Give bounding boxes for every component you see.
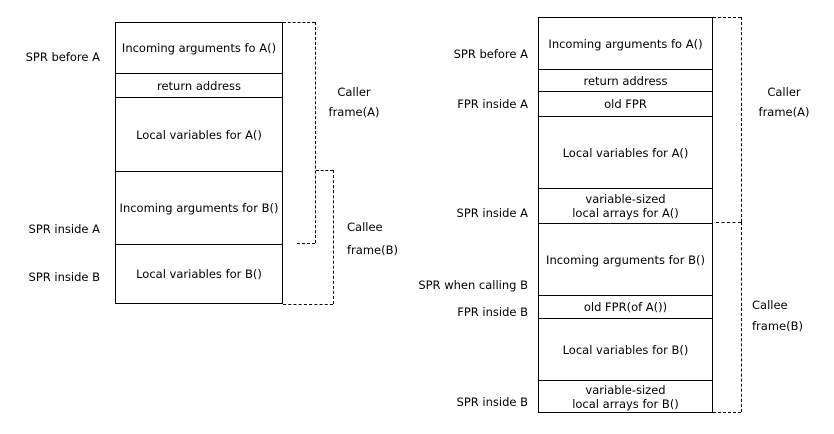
stack-cell-local-vars-b-right: Local variables for B() — [539, 319, 712, 381]
caller-bracket-bottom-tick-left — [297, 243, 315, 244]
pointer-label-spr-before-a-left: SPR before A — [25, 50, 100, 64]
callee-bracket-top-tick-right — [716, 222, 741, 223]
caller-frame-label-right: Caller frame(A) — [758, 85, 810, 119]
pointer-label-spr-inside-a-right: SPR inside A — [456, 206, 528, 220]
stack-cell-return-address-left: return address — [116, 74, 282, 98]
stack-box-left: Incoming arguments fo A() return address… — [115, 22, 283, 304]
callee-bracket-line-left — [333, 170, 334, 304]
callee-bracket-top-tick-left — [316, 170, 333, 171]
stack-cell-local-vars-a-left: Local variables for A() — [116, 98, 282, 172]
callee-frame-label-left: Callee frame(B) — [347, 220, 398, 257]
stack-box-right: Incoming arguments fo A() return address… — [538, 17, 713, 413]
stack-cell-incoming-args-b-left: Incoming arguments for B() — [116, 172, 282, 245]
callee-bracket-bottom-tick-left — [283, 304, 333, 305]
pointer-label-spr-before-a-right: SPR before A — [453, 47, 528, 61]
caller-bracket-line-right — [741, 17, 742, 222]
callee-frame-label-right: Callee frame(B) — [752, 298, 803, 333]
stack-cell-local-vars-b-left: Local variables for B() — [136, 267, 262, 281]
pointer-label-spr-inside-a-left: SPR inside A — [28, 222, 100, 236]
callee-bracket-bottom-tick-right — [713, 412, 741, 413]
stack-cell-var-arrays-b-right: variable-sized local arrays for B() — [572, 382, 679, 411]
pointer-label-spr-when-calling-b-right: SPR when calling B — [418, 278, 528, 292]
caller-frame-label-left: Caller frame(A) — [328, 85, 380, 119]
pointer-label-fpr-inside-b-right: FPR inside B — [457, 305, 528, 319]
stack-cell-incoming-args-b-right: Incoming arguments for B() — [539, 224, 712, 296]
caller-bracket-top-tick-right — [713, 17, 741, 18]
pointer-label-spr-inside-b-right: SPR inside B — [456, 395, 528, 409]
stack-cell-incoming-args-a-left: Incoming arguments fo A() — [116, 23, 282, 74]
stack-cell-var-arrays-a-right: variable-sized local arrays for A() — [539, 189, 712, 224]
stack-cell-old-fpr-of-a-right: old FPR(of A()) — [539, 296, 712, 319]
caller-bracket-line-left — [315, 22, 316, 243]
stack-cell-old-fpr-right: old FPR — [539, 92, 712, 117]
caller-bracket-top-tick-left — [283, 22, 315, 23]
pointer-label-fpr-inside-a-right: FPR inside A — [457, 97, 528, 111]
stack-cell-return-address-right: return address — [539, 70, 712, 92]
stack-cell-incoming-args-a-right: Incoming arguments fo A() — [539, 18, 712, 70]
stack-cell-local-vars-a-right: Local variables for A() — [539, 117, 712, 189]
pointer-label-spr-inside-b-left: SPR inside B — [28, 270, 100, 284]
callee-bracket-line-right — [741, 222, 742, 412]
